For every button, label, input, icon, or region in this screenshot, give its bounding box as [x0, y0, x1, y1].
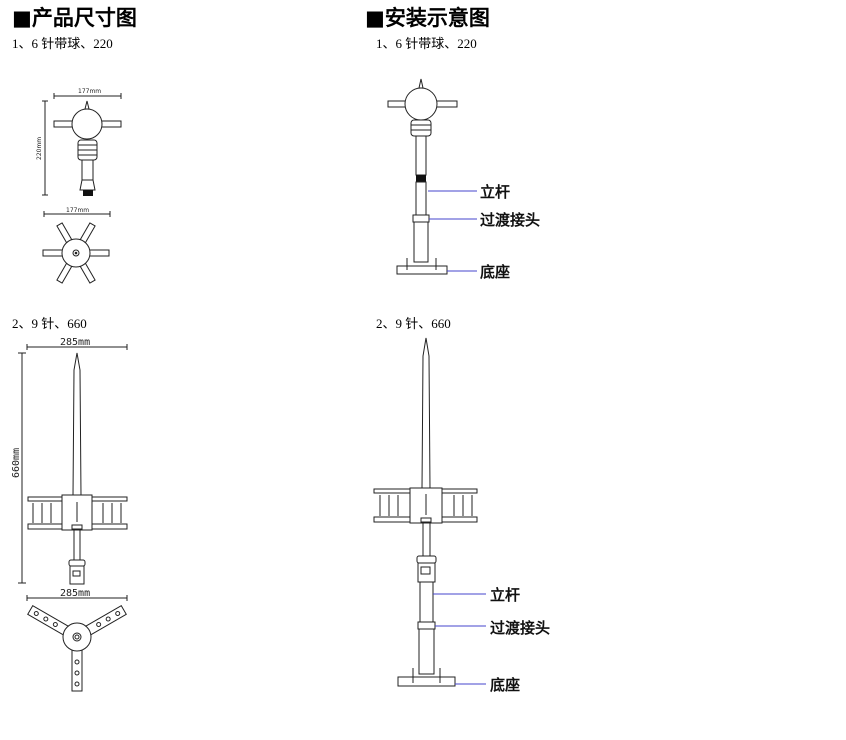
section2-left-caption: 2、9 针、660 [12, 316, 87, 331]
nine-needle-top-view: 285mm [26, 588, 128, 692]
top-view-dimension: 285mm [60, 588, 90, 599]
ball-rod-top-view: 177mm [42, 207, 111, 284]
width-dimension: 285mm [60, 337, 90, 348]
height-dimension: 660mm [11, 448, 22, 478]
top-view-dimension: 177mm [66, 207, 89, 214]
label-base: 底座 [480, 263, 510, 281]
label-pole: 立杆 [480, 183, 510, 201]
ball-rod-side-view: 177mm 220mm [36, 88, 122, 196]
left-heading: ■产品尺寸图 [12, 5, 137, 30]
section2-right-caption: 2、9 针、660 [376, 316, 451, 331]
label-adapter: 过渡接头 [480, 211, 540, 229]
section1-right-caption: 1、6 针带球、220 [376, 36, 477, 51]
nine-needle-side-view: 285mm 660mm [11, 337, 128, 585]
section1-left-caption: 1、6 针带球、220 [12, 36, 113, 51]
label-adapter: 过渡接头 [490, 619, 550, 637]
label-pole: 立杆 [490, 586, 520, 604]
width-dimension: 177mm [78, 88, 101, 95]
right-heading: ■安装示意图 [365, 5, 490, 30]
label-base: 底座 [490, 676, 520, 694]
nine-needle-installation: 立杆 过渡接头 底座 [373, 337, 550, 694]
ball-rod-installation: 立杆 过渡接头 底座 [387, 78, 540, 281]
height-dimension: 220mm [36, 137, 43, 160]
